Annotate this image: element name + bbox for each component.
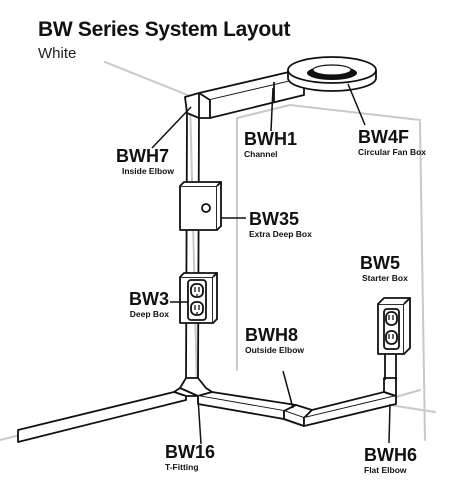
label-bwh8-desc: Outside Elbow [245,345,305,355]
page-subtitle: White [38,45,77,62]
label-bw4f-code: BW4F [358,127,409,147]
label-bwh1: BWH1 Channel [244,129,297,160]
label-bw3-code: BW3 [129,289,169,309]
label-bw3: BW3 Deep Box [127,289,169,320]
label-bwh8-code: BWH8 [245,325,298,345]
label-bw16-desc: T-Fitting [165,462,199,472]
label-bw35: BW35 Extra Deep Box [249,209,312,240]
floor-channel-left [17,391,187,443]
label-bw4f: BW4F Circular Fan Box [358,127,426,158]
label-bwh6: BWH6 Flat Elbow [364,445,417,476]
page-title: BW Series System Layout [38,18,291,41]
label-bw16: BW16 T-Fitting [165,442,215,473]
label-bwh7-code: BWH7 [116,146,169,166]
flat-elbow-bwh6 [383,377,397,397]
label-bwh8: BWH8 Outside Elbow [245,325,304,356]
label-bwh1-desc: Channel [244,149,278,159]
label-bw4f-desc: Circular Fan Box [358,147,427,157]
room-outline [0,61,436,441]
label-bw5-code: BW5 [360,253,400,273]
starter-box-bw5 [377,297,411,355]
label-bw35-desc: Extra Deep Box [249,229,312,239]
label-bwh7: BWH7 Inside Elbow [116,146,174,177]
leader-lines [151,83,391,445]
floor-channel-right [197,391,297,420]
deep-box-bw3 [179,272,218,324]
label-bw3-desc: Deep Box [129,309,169,319]
label-bwh6-desc: Flat Elbow [364,465,407,475]
label-bw35-code: BW35 [249,209,300,229]
label-bw5: BW5 Starter Box [360,253,408,284]
vertical-channel [185,111,200,386]
vertical-channel-right [384,352,397,380]
label-bw5-desc: Starter Box [362,273,408,283]
label-bw16-code: BW16 [165,442,216,462]
label-bwh1-code: BWH1 [244,129,297,149]
label-bwh6-code: BWH6 [364,445,417,465]
extra-deep-box-bw35 [179,181,222,231]
floor-channel-back [303,391,397,427]
circular-fan-box-bw4f [287,56,377,92]
label-bwh7-desc: Inside Elbow [122,166,174,176]
